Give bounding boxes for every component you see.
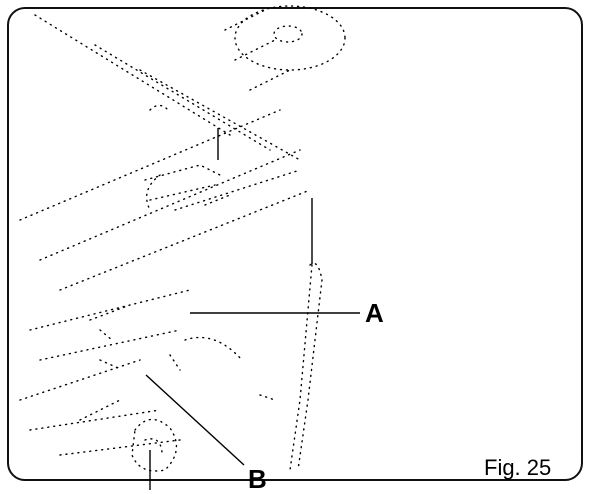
leader-line-b: [145, 374, 245, 466]
body-edge-lines: [19, 9, 311, 456]
bottom-gear-cluster: [131, 418, 178, 472]
reference-lines: [145, 128, 360, 490]
dotted-machine-sketch: [19, 5, 346, 472]
spring-arc: [184, 336, 243, 361]
vertical-shaft: [289, 262, 323, 471]
pulley-outline: [234, 5, 346, 71]
pulley-hub: [273, 25, 303, 43]
side-marks: [99, 329, 276, 401]
callout-label-b: B: [248, 464, 267, 494]
callout-label-a: A: [365, 298, 384, 328]
figure-caption: Fig. 25: [484, 455, 552, 480]
figure-frame: [7, 7, 583, 481]
